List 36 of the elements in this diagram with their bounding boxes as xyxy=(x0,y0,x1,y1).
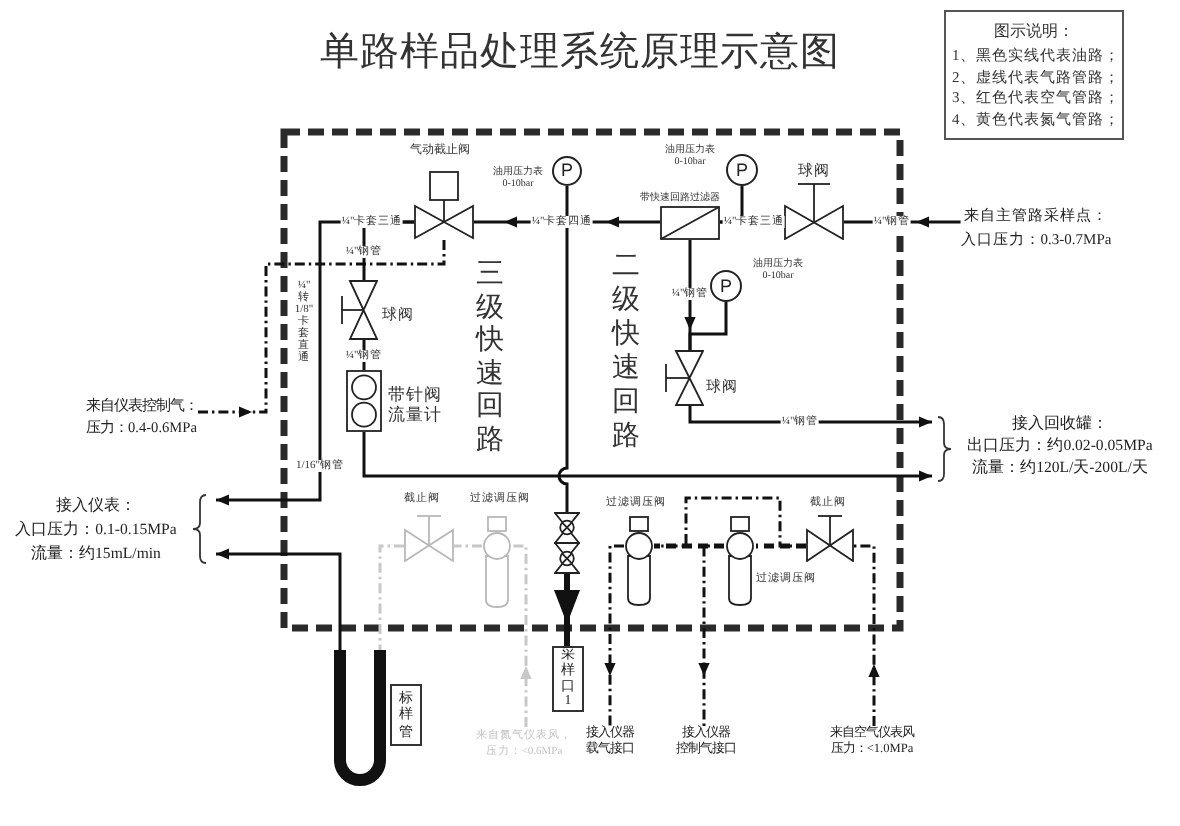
pipe-arrow xyxy=(512,544,532,727)
pipe-line xyxy=(688,302,728,350)
loop-label: 三级快速回路 xyxy=(476,260,504,458)
filter-regulator-symbol xyxy=(624,516,654,606)
pressure-gauge: P xyxy=(710,270,742,302)
filter-symbol xyxy=(660,206,720,240)
ball-valve-symbol xyxy=(664,350,704,406)
pipe-line xyxy=(756,543,806,549)
shutoff-valve-symbol xyxy=(806,514,854,562)
filter-regulator-symbol xyxy=(482,516,512,608)
pipe-arrow xyxy=(362,432,932,482)
diagram-title: 单路样品处理系统原理示意图 xyxy=(320,30,840,77)
pipe-line xyxy=(654,543,724,549)
pipe-arrow xyxy=(216,548,342,650)
u-tube xyxy=(332,650,388,788)
pipe-arrow xyxy=(688,406,932,428)
pipe-arrow xyxy=(854,544,880,726)
shutoff-valve-symbol xyxy=(404,514,454,562)
component-label: 带针阀流量计 xyxy=(388,382,442,424)
double-valve-symbol xyxy=(554,512,580,574)
pressure-gauge: P xyxy=(726,154,758,186)
pressure-gauge: P xyxy=(552,156,582,186)
pipe-line xyxy=(378,544,404,650)
loop-label: 二级快速回路 xyxy=(612,250,640,454)
pneumatic-valve-symbol xyxy=(414,170,474,239)
pipe-arrow xyxy=(198,239,446,418)
ball-valve-symbol xyxy=(340,280,378,340)
pipe-line xyxy=(454,544,482,548)
flowmeter-symbol xyxy=(346,370,382,432)
legend-heading: 图示说明： xyxy=(994,22,1074,42)
pipe-arrow xyxy=(698,544,724,726)
pipe-arrow xyxy=(604,544,624,726)
ball-valve-symbol xyxy=(784,182,844,240)
pipe-arrow xyxy=(554,574,580,646)
pipe-line xyxy=(557,186,569,512)
filter-regulator-symbol xyxy=(724,516,756,606)
